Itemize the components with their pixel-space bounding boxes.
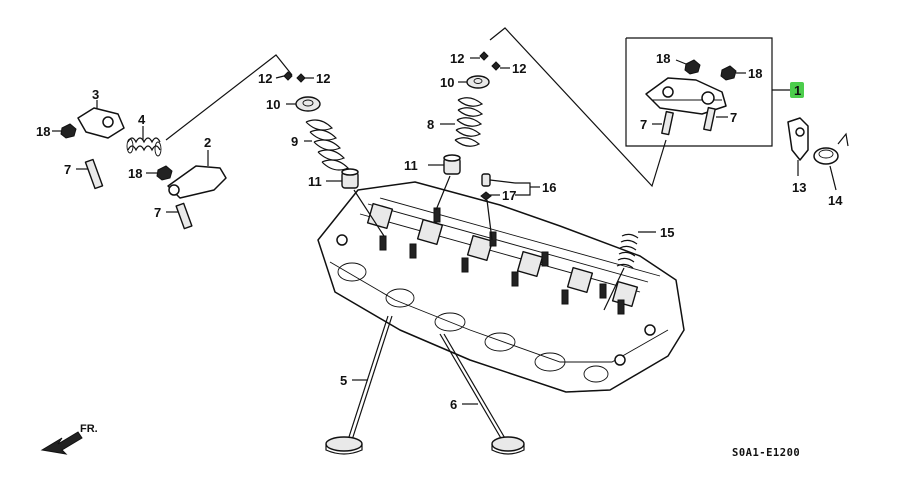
callout-8: 8 [427, 117, 434, 132]
front-direction-arrow: FR. [40, 423, 98, 455]
valve-spring-9 [304, 119, 350, 171]
screw-7-left [76, 158, 104, 190]
assembly-bracket [625, 37, 773, 147]
rocker-assembly-1 [645, 77, 727, 115]
callout-1: 1 [794, 83, 801, 98]
callout-9: 9 [291, 134, 298, 149]
callout-7-center: 7 [154, 205, 161, 220]
callout-7-left: 7 [64, 162, 71, 177]
spring-4 [126, 126, 162, 157]
rocker-arm-2 [167, 150, 227, 199]
callout-12-left-b: 12 [316, 71, 330, 86]
callout-7-right-a: 7 [640, 117, 647, 132]
group-leader-left [165, 54, 293, 141]
callout-12-center-a: 12 [450, 51, 464, 66]
callout-15: 15 [660, 225, 674, 240]
spring-retainer-10-left [286, 96, 321, 112]
callout-18-right-top: 18 [656, 51, 670, 66]
clip-14 [813, 132, 849, 191]
cylinder-head [317, 181, 685, 393]
valve-keeper-12-center [470, 51, 510, 71]
valve-keeper-12-left [275, 71, 314, 83]
direction-label: FR. [80, 423, 98, 435]
callout-4: 4 [138, 112, 146, 127]
nut-18-center [146, 165, 173, 181]
screw-7-right-b [703, 106, 728, 132]
highlight-badge [790, 82, 804, 98]
bracket-13 [787, 117, 809, 176]
screw-7-center [166, 202, 193, 230]
nut-18-right-top [675, 59, 701, 75]
group-leader-center [489, 27, 667, 188]
callout-11-left: 11 [308, 174, 322, 189]
callout-18-right: 18 [748, 66, 762, 81]
callout-13: 13 [792, 180, 806, 195]
callout-18-left: 18 [36, 124, 50, 139]
dowel-17 [480, 173, 540, 241]
callout-12-center-b: 12 [512, 61, 526, 76]
nut-18-left [52, 123, 77, 139]
intake-valve-5 [325, 315, 393, 455]
nut-18-right [720, 65, 746, 81]
callout-12-left-a: 12 [258, 71, 272, 86]
callout-7-right-b: 7 [730, 110, 737, 125]
diagram-code: S0A1-E1200 [732, 447, 800, 459]
rocker-arm-3 [77, 100, 125, 139]
callout-17: 17 [502, 188, 516, 203]
spring-retainer-10-center [458, 75, 490, 89]
callout-10-center: 10 [440, 75, 454, 90]
exhaust-valve-6 [439, 333, 525, 455]
callout-10-left: 10 [266, 97, 280, 112]
valve-seal-11-center [428, 154, 461, 211]
callout-2: 2 [204, 135, 211, 150]
valve-spring-8 [440, 97, 484, 147]
callout-3: 3 [92, 87, 99, 102]
screw-7-right-a [652, 110, 674, 136]
plug-tube-15 [603, 231, 656, 311]
callout-5: 5 [340, 373, 347, 388]
callout-14: 14 [828, 193, 843, 208]
callout-11-center: 11 [404, 158, 418, 173]
callout-6: 6 [450, 397, 457, 412]
callout-16: 16 [542, 180, 556, 195]
valve-seal-11-left [326, 168, 385, 237]
callout-18-center: 18 [128, 166, 142, 181]
